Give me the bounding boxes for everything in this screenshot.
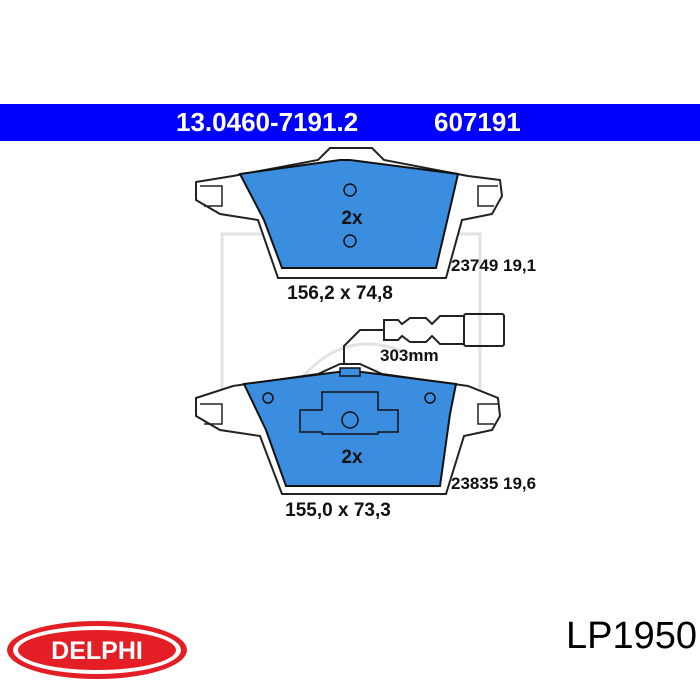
delphi-logo-wordmark: DELPHI [51,637,143,665]
bottom-brake-pad: 2x [195,363,502,495]
top-pad-hole-upper [343,183,357,197]
product-code: LP1950 [566,615,698,657]
top-pad-dimensions: 156,2 x 74,8 [287,283,393,304]
top-pad-friction-material [238,159,460,269]
top-brake-pad: 2x [195,147,504,279]
top-pad-spec: 23749 19,1 [451,256,536,275]
bottom-pad-spec: 23835 19,6 [451,474,536,493]
sensor-wire [343,329,384,366]
top-pad-clip-left [200,185,223,207]
part-number: 13.0460-7191.2 [176,107,359,137]
sensor-length: 303mm [380,346,439,365]
wear-sensor [343,313,505,366]
top-pad-clip-right [477,185,498,207]
bottom-pad-clip-right [477,403,498,425]
bottom-pad-hole-right [424,392,436,404]
header-bar: 13.0460-7191.2 607191 [0,104,700,141]
bottom-pad-sensor-notch [339,367,361,377]
top-pad-hole-lower [343,234,357,248]
reference-number: 607191 [434,107,521,137]
top-pad-quantity: 2x [341,208,363,229]
sensor-cable-sleeve [383,315,465,345]
delphi-logo-text-band [18,630,176,670]
bottom-pad-center-hole [341,411,359,429]
bottom-pad-quantity: 2x [341,447,363,468]
delphi-logo: DELPHI [7,621,187,679]
bottom-pad-clip-left [200,403,223,425]
sensor-connector [463,313,505,347]
bottom-pad-dimensions: 155,0 x 73,3 [285,500,391,521]
bottom-pad-hole-left [262,392,274,404]
